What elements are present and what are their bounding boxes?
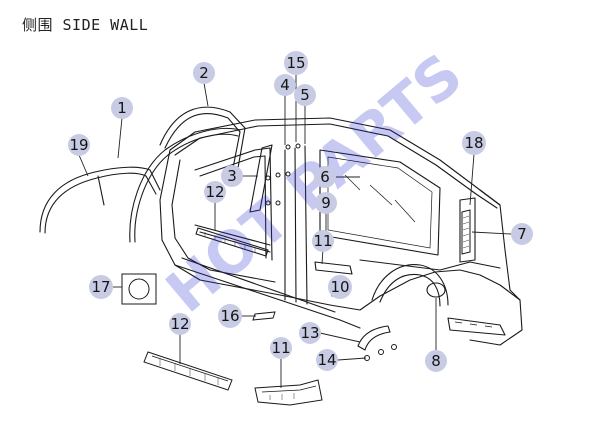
callout-11-upper-label: 11 — [313, 232, 332, 250]
callout-7: 7 — [511, 223, 533, 245]
callout-14-label: 14 — [317, 351, 336, 369]
callout-12-lower: 12 — [169, 313, 191, 335]
callout-5: 5 — [294, 84, 316, 106]
callout-6: 6 — [314, 166, 336, 188]
callout-15-label: 15 — [286, 54, 305, 72]
callout-9-label: 9 — [321, 194, 331, 212]
callout-2-label: 2 — [199, 64, 209, 82]
callout-7-label: 7 — [517, 225, 527, 243]
part-13-arch-trim — [357, 325, 391, 351]
part-19-seal-strip — [39, 166, 161, 234]
diagram-title: 侧围 SIDE WALL — [22, 16, 149, 34]
callout-18: 18 — [462, 131, 486, 155]
part-14-screws — [364, 344, 397, 361]
callout-5-label: 5 — [300, 86, 310, 104]
callout-13-label: 13 — [300, 324, 319, 342]
callout-2: 2 — [193, 62, 215, 84]
callout-16: 16 — [218, 304, 242, 328]
callout-8-label: 8 — [431, 352, 441, 370]
part-2-roof-rail-trim — [159, 106, 246, 169]
callout-17-label: 17 — [91, 278, 110, 296]
part-11-step-plate — [254, 379, 323, 406]
part-16-clip — [252, 311, 276, 321]
callout-9: 9 — [315, 192, 337, 214]
callout-13: 13 — [299, 322, 321, 344]
callout-12-upper: 12 — [204, 181, 226, 203]
callout-16-label: 16 — [220, 307, 239, 325]
callout-11-lower: 11 — [270, 337, 292, 359]
part-17-plug — [121, 273, 157, 305]
callout-19-label: 19 — [69, 136, 88, 154]
callout-3: 3 — [221, 165, 243, 187]
callout-6-label: 6 — [320, 168, 330, 186]
callout-14: 14 — [316, 349, 338, 371]
callout-10-label: 10 — [330, 278, 349, 296]
callout-12-upper-label: 12 — [205, 183, 224, 201]
callout-3-label: 3 — [227, 167, 237, 185]
callout-1-label: 1 — [117, 99, 127, 117]
callout-11-upper: 11 — [312, 230, 334, 252]
callout-4-label: 4 — [280, 76, 290, 94]
callout-10: 10 — [328, 275, 352, 299]
callout-12-lower-label: 12 — [170, 315, 189, 333]
callout-8: 8 — [425, 350, 447, 372]
callout-18-label: 18 — [464, 134, 483, 152]
part-12-sill-plate — [143, 351, 233, 391]
side-wall-body — [159, 117, 523, 346]
callout-17: 17 — [89, 275, 113, 299]
callout-19: 19 — [68, 134, 90, 156]
callout-4: 4 — [274, 74, 296, 96]
callout-15: 15 — [284, 51, 308, 75]
callout-11-lower-label: 11 — [271, 339, 290, 357]
callout-1: 1 — [111, 97, 133, 119]
